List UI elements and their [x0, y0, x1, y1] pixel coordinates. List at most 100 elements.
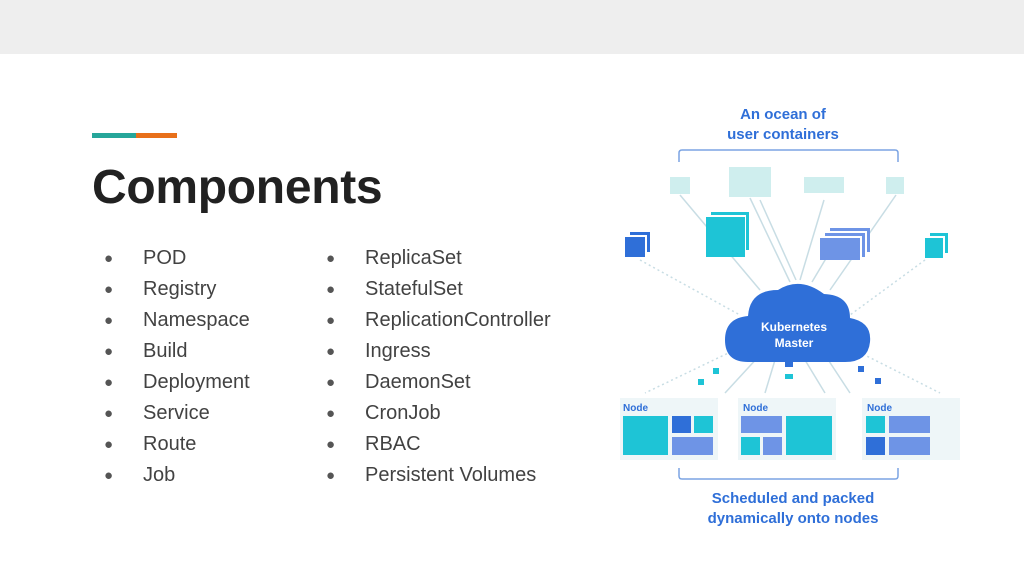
node-label: Node — [623, 403, 648, 414]
slide-title: Components — [92, 161, 383, 214]
container-icon — [804, 177, 844, 193]
bullet-icon: ● — [326, 405, 336, 422]
arrow-line — [799, 199, 825, 281]
list-item: ● RBAC — [326, 429, 551, 460]
node-container — [623, 416, 668, 455]
master-label-line2: Master — [775, 336, 814, 350]
node-container — [694, 416, 713, 433]
list-item-label: Persistent Volumes — [365, 464, 537, 486]
container-icon — [729, 167, 771, 197]
node-label: Node — [743, 403, 768, 414]
list-item: ● POD — [104, 243, 250, 274]
bullet-icon: ● — [326, 281, 336, 298]
list-item: ● CronJob — [326, 398, 551, 429]
list-item-label: Route — [143, 433, 197, 455]
list-item-label: DaemonSet — [365, 371, 471, 393]
diagram-caption-bottom-line1: Scheduled and packed — [712, 490, 875, 507]
components-list-left: ●POD ●Registry ●Namespace ●Build ●Deploy… — [104, 243, 250, 491]
list-item: ● Job — [104, 460, 250, 491]
diagram-caption-bottom-line2: dynamically onto nodes — [708, 510, 879, 527]
container-icon — [670, 177, 690, 194]
master-cloud-icon — [725, 283, 871, 362]
arrow-line — [849, 259, 926, 316]
list-item-label: Ingress — [365, 340, 431, 362]
list-item: ●Namespace — [104, 305, 250, 336]
node-container — [672, 437, 713, 455]
list-item-label: Service — [143, 402, 210, 424]
bullet-icon: ● — [326, 467, 336, 484]
bullet-icon: ● — [326, 312, 336, 329]
packet-icon — [698, 379, 704, 385]
list-item: ● ReplicationController — [326, 305, 551, 336]
list-item-label: Build — [143, 340, 188, 362]
arrow-line — [764, 359, 776, 394]
bullet-icon: ● — [326, 436, 336, 453]
packet-icon — [785, 362, 793, 367]
arrow-line — [644, 344, 746, 394]
diagram-caption-top-line1: An ocean of — [740, 106, 827, 123]
list-item-label: ReplicationController — [365, 309, 551, 331]
list-item: ●Registry — [104, 274, 250, 305]
list-item-label: Job — [143, 464, 176, 486]
node-container — [763, 437, 782, 455]
node-container — [741, 416, 782, 433]
list-item: ● Deployment — [104, 367, 250, 398]
bullet-icon: ● — [326, 250, 336, 267]
bullet-icon: ● — [104, 250, 114, 267]
list-item-label: Namespace — [143, 309, 250, 331]
bottom-bracket — [678, 468, 899, 480]
kubernetes-diagram: An ocean of user containers — [620, 106, 960, 527]
container-stack-icon — [625, 232, 650, 257]
packet-icon — [858, 366, 864, 372]
list-item: ● StatefulSet — [326, 274, 551, 305]
master-label-line1: Kubernetes — [761, 320, 827, 334]
arrow-line — [749, 197, 791, 283]
list-item: ● Service — [104, 398, 250, 429]
node-card: Node — [620, 398, 718, 460]
container-icon — [820, 238, 860, 260]
node-container — [741, 437, 760, 455]
arrow-line — [759, 199, 797, 281]
bullet-icon: ● — [104, 374, 114, 391]
node-container — [866, 416, 885, 433]
bullet-icon: ● — [326, 374, 336, 391]
node-card: Node — [738, 398, 836, 460]
packet-icon — [785, 374, 793, 379]
container-stack-icon — [820, 228, 870, 260]
bullet-icon: ● — [104, 405, 114, 422]
node-container — [889, 416, 930, 433]
node-container — [786, 416, 832, 455]
diagram-caption-top-line2: user containers — [727, 126, 839, 143]
list-item: ● Persistent Volumes — [326, 460, 551, 491]
list-item-label: StatefulSet — [365, 278, 463, 300]
list-item-label: ReplicaSet — [365, 247, 462, 269]
arrow-line — [639, 259, 741, 316]
bullet-icon: ● — [104, 343, 114, 360]
list-item-label: Deployment — [143, 371, 250, 393]
packet-icon — [875, 378, 881, 384]
list-item-label: POD — [143, 247, 187, 269]
list-item: ● ReplicaSet — [326, 243, 551, 274]
node-container — [672, 416, 691, 433]
node-card: Node — [862, 398, 960, 460]
container-icon — [925, 238, 943, 258]
list-item-label: Registry — [143, 278, 217, 300]
list-item-label: CronJob — [365, 402, 441, 424]
container-icon — [886, 177, 904, 194]
top-bracket — [678, 149, 899, 162]
list-item: ● Route — [104, 429, 250, 460]
list-item: ● Build — [104, 336, 250, 367]
top-band — [0, 0, 1024, 54]
container-stack-icon — [706, 212, 749, 257]
node-container — [866, 437, 885, 455]
title-accent-teal — [92, 133, 136, 138]
container-stack-icon — [925, 233, 948, 258]
bullet-icon: ● — [104, 436, 114, 453]
container-icon — [625, 237, 645, 257]
components-list-right: ● ReplicaSet ● StatefulSet ● ReplicationCon… — [326, 243, 551, 491]
list-item-label: RBAC — [365, 433, 421, 455]
list-item: ● DaemonSet — [326, 367, 551, 398]
node-container — [889, 437, 930, 455]
node-label: Node — [867, 403, 892, 414]
bullet-icon: ● — [104, 467, 114, 484]
